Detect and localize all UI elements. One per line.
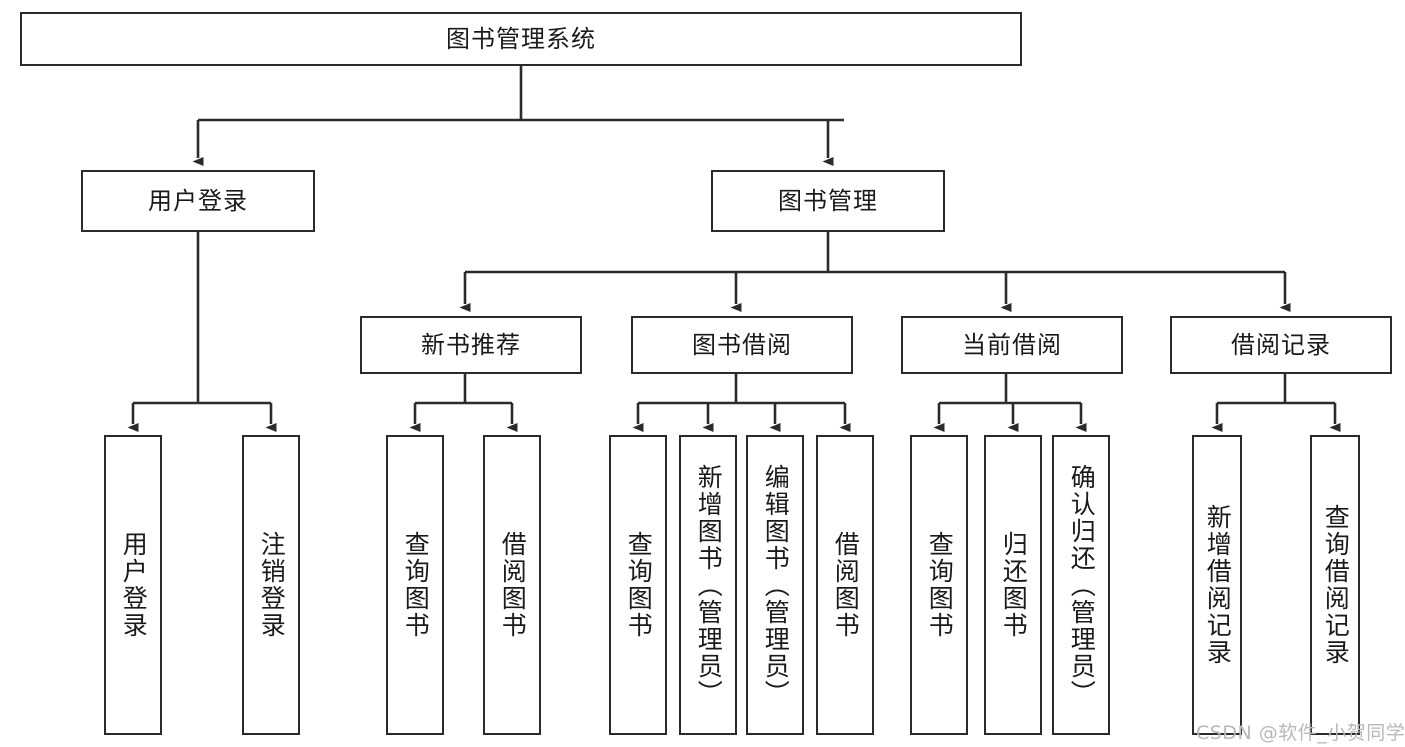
node-book-management-label: 图书管理	[778, 186, 878, 215]
node-book-borrow-label: 图书借阅	[692, 330, 792, 359]
leaf-logout[interactable]: 注销登录	[242, 435, 300, 735]
leaf-add-borrow-record-label: 新增借阅记录	[1203, 504, 1233, 666]
node-root[interactable]: 图书管理系统	[20, 12, 1022, 66]
leaf-query-borrow-record-label: 查询借阅记录	[1321, 504, 1351, 666]
leaf-borrow-book-label: 借阅图书	[831, 531, 861, 639]
leaf-borrow-book-newbook-label: 借阅图书	[498, 531, 528, 639]
node-book-management[interactable]: 图书管理	[711, 170, 945, 232]
leaf-query-book-newbook[interactable]: 查询图书	[386, 435, 444, 735]
csdn-watermark: CSDN @软件_小贺同学	[1196, 722, 1405, 744]
leaf-query-book-current[interactable]: 查询图书	[910, 435, 968, 735]
leaf-borrow-book-newbook[interactable]: 借阅图书	[483, 435, 541, 735]
leaf-edit-book-admin[interactable]: 编辑图书（管理员）	[746, 435, 804, 735]
leaf-return-book[interactable]: 归还图书	[984, 435, 1042, 735]
leaf-return-book-label: 归还图书	[999, 531, 1029, 639]
leaf-borrow-book[interactable]: 借阅图书	[816, 435, 874, 735]
leaf-confirm-return-admin-label: 确认归还（管理员）	[1067, 463, 1097, 707]
leaf-add-book-admin[interactable]: 新增图书（管理员）	[679, 435, 737, 735]
leaf-user-login[interactable]: 用户登录	[104, 435, 162, 735]
leaf-query-borrow-record[interactable]: 查询借阅记录	[1310, 435, 1360, 735]
leaf-confirm-return-admin[interactable]: 确认归还（管理员）	[1052, 435, 1110, 735]
leaf-user-login-label: 用户登录	[119, 531, 149, 639]
leaf-query-book-borrow[interactable]: 查询图书	[609, 435, 667, 735]
node-new-book-recommend[interactable]: 新书推荐	[360, 316, 582, 374]
leaf-query-book-borrow-label: 查询图书	[624, 531, 654, 639]
node-user-login-label: 用户登录	[148, 186, 248, 215]
node-new-book-recommend-label: 新书推荐	[421, 330, 521, 359]
leaf-query-book-newbook-label: 查询图书	[401, 531, 431, 639]
node-book-borrow[interactable]: 图书借阅	[631, 316, 853, 374]
node-current-borrow[interactable]: 当前借阅	[901, 316, 1123, 374]
leaf-add-borrow-record[interactable]: 新增借阅记录	[1192, 435, 1242, 735]
leaf-query-book-current-label: 查询图书	[925, 531, 955, 639]
node-borrow-records-label: 借阅记录	[1231, 330, 1331, 359]
node-user-login[interactable]: 用户登录	[81, 170, 315, 232]
node-current-borrow-label: 当前借阅	[962, 330, 1062, 359]
leaf-logout-label: 注销登录	[257, 531, 287, 639]
leaf-add-book-admin-label: 新增图书（管理员）	[694, 463, 724, 707]
leaf-edit-book-admin-label: 编辑图书（管理员）	[761, 463, 791, 707]
node-root-label: 图书管理系统	[446, 24, 596, 53]
node-borrow-records[interactable]: 借阅记录	[1170, 316, 1392, 374]
